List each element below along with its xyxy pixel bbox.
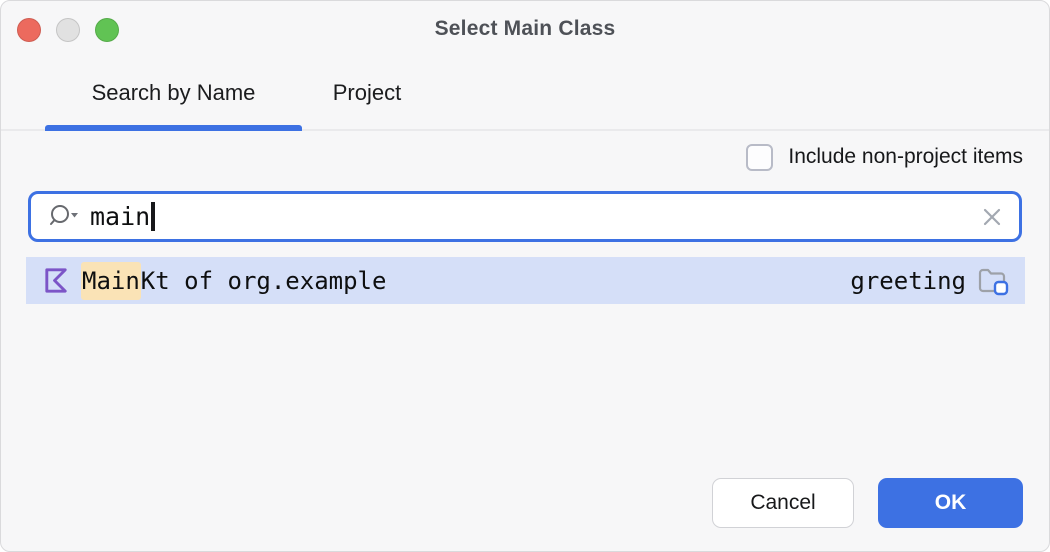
cancel-button[interactable]: Cancel	[712, 478, 854, 528]
text-caret	[151, 202, 156, 231]
include-non-project-label: Include non-project items	[788, 145, 1023, 168]
result-name: MainKt of org.example	[81, 261, 387, 300]
search-query-text: main	[90, 202, 151, 231]
search-input[interactable]: main	[28, 191, 1022, 242]
kotlin-file-icon	[41, 265, 72, 296]
ok-button[interactable]: OK	[878, 478, 1023, 528]
result-match-highlight: Main	[81, 261, 141, 300]
include-non-project-checkbox[interactable]	[746, 143, 774, 171]
window-controls	[17, 18, 119, 42]
search-icon[interactable]	[47, 203, 80, 231]
window-close-button[interactable]	[17, 18, 41, 42]
tab-project-label: Project	[332, 80, 402, 105]
tab-project[interactable]: Project	[302, 57, 432, 129]
tab-search-by-name-label: Search by Name	[91, 80, 256, 105]
result-name-rest: Kt of org.example	[140, 266, 387, 295]
clear-search-icon[interactable]	[981, 206, 1003, 228]
window-minimize-button[interactable]	[56, 18, 80, 42]
result-module-name: greeting	[850, 266, 966, 295]
include-non-project-row: Include non-project items	[746, 142, 1023, 172]
tab-bar: Search by Name Project	[1, 57, 1049, 131]
tab-search-by-name[interactable]: Search by Name	[45, 57, 302, 131]
module-folder-icon	[976, 265, 1010, 297]
active-tab-underline	[45, 125, 302, 131]
window-zoom-button[interactable]	[95, 18, 119, 42]
result-row[interactable]: MainKt of org.example greeting	[26, 257, 1025, 304]
dialog-title: Select Main Class	[434, 17, 616, 40]
titlebar: Select Main Class	[1, 1, 1049, 57]
